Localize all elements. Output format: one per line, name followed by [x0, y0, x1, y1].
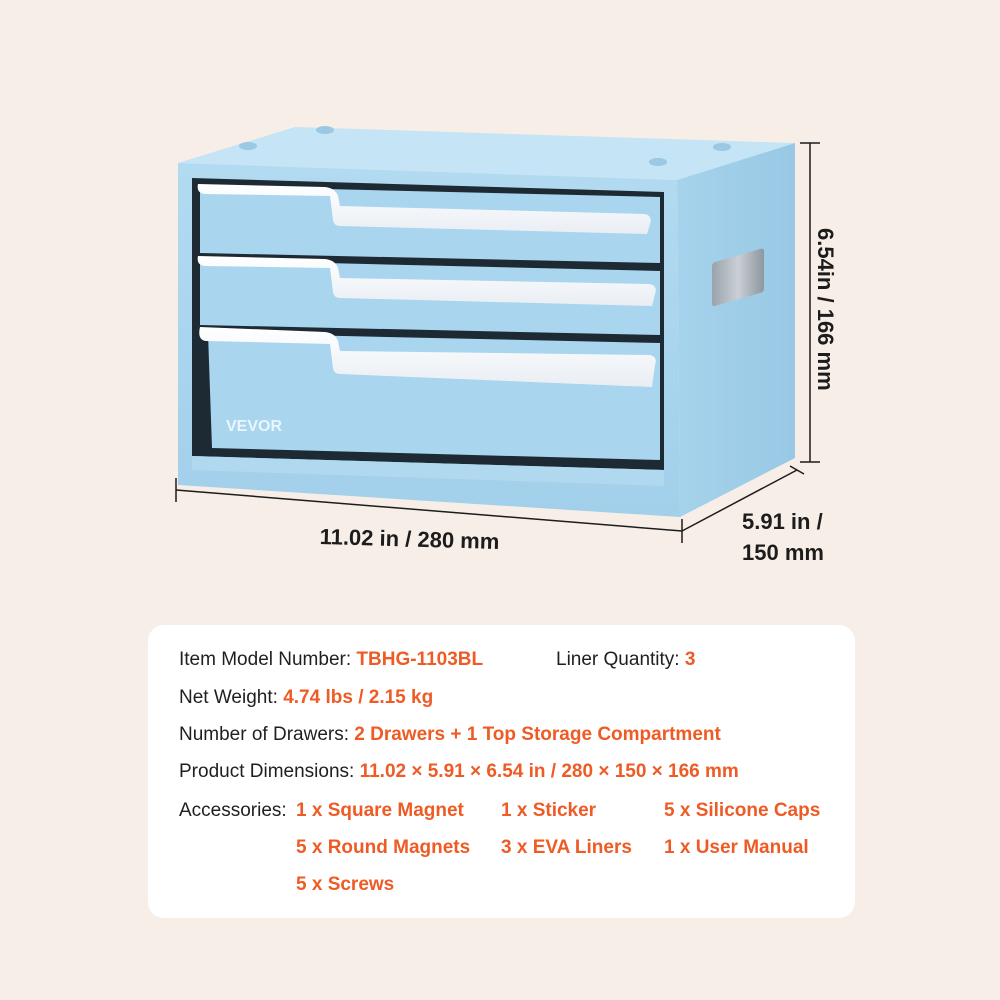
tool-chest-image: VEVOR [175, 126, 820, 543]
depth-dimension-tick [789, 465, 805, 475]
spec-weight-value: 4.74 lbs / 2.15 kg [283, 687, 434, 708]
spec-accessories-label: Accessories: [179, 800, 287, 821]
spec-dimensions: Product Dimensions: 11.02 × 5.91 × 6.54 … [179, 761, 739, 783]
height-dimension-label: 6.54in / 166 mm [813, 228, 838, 391]
spec-model: Item Model Number: TBHG-1103BL [179, 649, 483, 671]
accessory-item: 5 x Screws [296, 874, 395, 895]
spec-model-value: TBHG-1103BL [356, 649, 484, 670]
spec-drawers: Number of Drawers: 2 Drawers + 1 Top Sto… [179, 724, 721, 746]
spec-weight-label: Net Weight: [179, 687, 278, 708]
accessory-item: 1 x Sticker [501, 800, 597, 821]
depth-dimension-label: 5.91 in / [742, 509, 823, 534]
accessory-item: 3 x EVA Liners [501, 837, 632, 858]
drawer-handle [197, 256, 656, 306]
accessory-item: 5 x Silicone Caps [664, 800, 821, 821]
depth-dimension-label-unit: 150 mm [742, 540, 824, 565]
spec-dimensions-value: 11.02 × 5.91 × 6.54 in / 280 × 150 × 166… [359, 761, 739, 782]
accessory-item: 1 x User Manual [664, 837, 809, 858]
product-illustration: VEVOR 11.02 in / 280 mm 5.91 in / 150 mm… [175, 126, 838, 565]
spec-liner: Liner Quantity: 3 [556, 649, 695, 671]
top-hole [713, 143, 731, 151]
drawer-3 [208, 333, 660, 460]
spec-liner-value: 3 [684, 649, 696, 670]
spec-liner-label: Liner Quantity: [556, 649, 680, 670]
width-dimension-line [175, 489, 683, 532]
drawer-handle [197, 184, 651, 234]
spec-drawers-value: 2 Drawers + 1 Top Storage Compartment [354, 724, 721, 745]
chest-top [178, 127, 795, 180]
top-hole [316, 126, 334, 134]
spec-model-label: Item Model Number: [179, 649, 352, 670]
spec-card: Item Model Number: TBHG-1103BL Liner Qua… [148, 625, 855, 918]
spec-dimensions-label: Product Dimensions: [179, 761, 355, 782]
drawer-handle [199, 327, 656, 387]
bottom-rail [192, 456, 664, 486]
spec-weight: Net Weight: 4.74 lbs / 2.15 kg [179, 687, 433, 709]
brand-logo: VEVOR [226, 418, 282, 435]
top-hole [649, 158, 667, 166]
accessory-item: 1 x Square Magnet [296, 800, 464, 821]
top-hole [239, 142, 257, 150]
side-handle [712, 248, 764, 307]
depth-dimension-line [681, 469, 798, 532]
chest-side [677, 143, 795, 517]
accessory-item: 5 x Round Magnets [296, 837, 471, 858]
spec-drawers-label: Number of Drawers: [179, 724, 349, 745]
width-dimension-label: 11.02 in / 280 mm [319, 524, 500, 555]
